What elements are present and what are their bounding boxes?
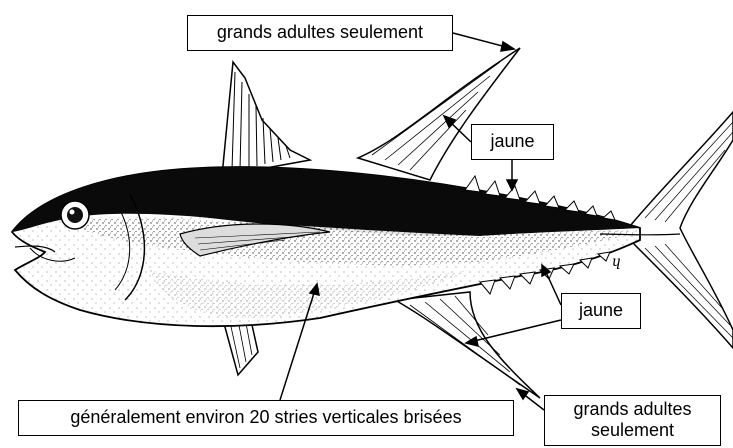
label-yellow-upper: jaune	[471, 124, 554, 160]
first-dorsal-fin	[222, 62, 310, 176]
label-large-adults-only-top: grands adultes seulement	[187, 15, 453, 51]
label-vertical-stripes: généralement environ 20 stries verticale…	[18, 400, 514, 436]
label-large-adults-only-bottom: grands adultes seulement	[544, 395, 721, 446]
arrowhead	[501, 42, 514, 51]
caudal-fin	[630, 112, 733, 348]
anal-fin	[395, 292, 540, 398]
artist-signature: ɥ	[612, 254, 621, 270]
second-dorsal-fin	[358, 48, 520, 180]
label-yellow-lower: jaune	[561, 293, 641, 329]
fish-body	[12, 167, 640, 326]
